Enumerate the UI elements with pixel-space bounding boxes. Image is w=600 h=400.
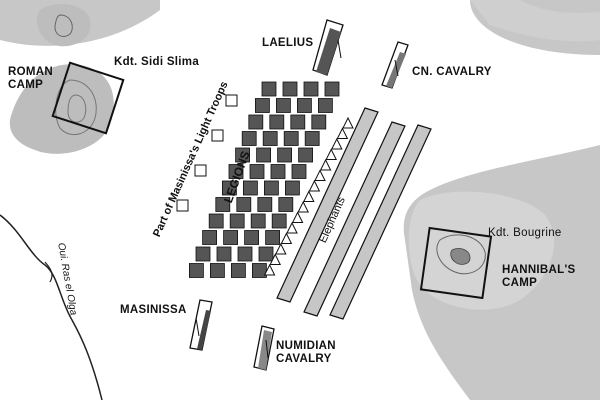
kdt-bougrine-label: Kdt. Bougrine (488, 227, 562, 239)
legion-square (311, 114, 327, 130)
elephant-line (263, 116, 354, 276)
masinissa-cavalry-unit (189, 299, 213, 351)
legion-square (242, 180, 258, 196)
hill-northeast (470, 0, 600, 42)
hill-northwest (36, 4, 91, 47)
elephant-triangle (325, 148, 338, 160)
legion-square (244, 230, 260, 245)
legion-square (223, 230, 239, 245)
laelius-label: LAELIUS (262, 37, 314, 49)
legion-square (317, 98, 333, 113)
legion-square (263, 180, 279, 196)
legion-square (208, 213, 224, 229)
legion-square (304, 131, 320, 146)
elephant-triangle (302, 190, 315, 202)
legion-square (248, 114, 264, 130)
legion-square (262, 131, 278, 146)
legion-square (256, 147, 272, 163)
cn-cavalry-label: CN. CAVALRY (412, 66, 492, 78)
legion-square (271, 213, 287, 229)
masinissa-label: MASINISSA (120, 304, 187, 316)
legion-square (269, 114, 285, 130)
legion-square (296, 98, 312, 113)
legion-square (277, 147, 293, 163)
hannibal-camp-square (419, 226, 493, 300)
legion-square (235, 147, 251, 163)
legion-square (258, 246, 274, 262)
light-troop-square (225, 94, 238, 107)
legion-square (261, 81, 277, 97)
elephant-triangle (336, 127, 349, 139)
hill-hannibal (408, 191, 555, 310)
elephant-triangle (319, 158, 332, 171)
legion-square (230, 263, 246, 278)
legion-square (209, 263, 225, 278)
legion-square (283, 131, 299, 146)
elephant-triangle (297, 200, 310, 213)
elephant-triangle (330, 137, 343, 150)
legion-square (257, 197, 273, 212)
river (0, 214, 103, 400)
elephant-triangle (263, 263, 276, 276)
laelius-cavalry-unit (312, 19, 344, 76)
light-troop-square (194, 164, 207, 177)
carthaginian-line-3 (329, 124, 432, 320)
legion-square (275, 98, 291, 113)
legion-square (221, 180, 237, 196)
roman-camp-label: ROMAN CAMP (8, 66, 53, 92)
legion-square (291, 164, 307, 179)
light-troop-square (176, 199, 189, 212)
legion-square (228, 164, 244, 179)
legion-square (303, 81, 319, 97)
legion-square (195, 246, 211, 262)
legion-square (188, 263, 204, 278)
elephant-triangle (286, 221, 298, 234)
numidian-cavalry-label: NUMIDIAN CAVALRY (276, 340, 336, 366)
light-troop-square (211, 129, 224, 142)
legion-square (284, 180, 300, 196)
legion-square (216, 246, 232, 262)
legion-square (290, 114, 306, 130)
elephant-triangle (342, 116, 354, 129)
legions-formation (188, 81, 340, 278)
light-troops (176, 94, 238, 212)
kdt-sidi-slima-label: Kdt. Sidi Slima (114, 56, 200, 68)
legion-square (229, 213, 245, 229)
legion-square (241, 131, 257, 146)
legion-square (249, 164, 265, 179)
elephant-triangle (291, 211, 304, 223)
legion-square (278, 197, 294, 212)
legion-square (202, 230, 218, 245)
elephant-triangle (274, 242, 287, 255)
numidian-cavalry-unit (253, 325, 275, 371)
elephant-triangle (314, 169, 326, 181)
carthaginian-lines (276, 107, 432, 320)
legion-square (324, 81, 340, 97)
elephant-triangle (308, 179, 321, 192)
legion-square (250, 213, 266, 229)
legion-square (282, 81, 298, 97)
legion-square (237, 246, 253, 262)
carthaginian-line-2 (303, 121, 406, 317)
roman-camp-square (51, 61, 125, 135)
elephant-triangle (280, 232, 293, 244)
legion-square (236, 197, 252, 212)
legion-square (254, 98, 270, 113)
legion-square (298, 147, 314, 163)
carthaginian-line-1 (276, 107, 379, 303)
cn-cavalry-unit (381, 41, 409, 89)
legion-square (265, 230, 281, 245)
legion-square (270, 164, 286, 179)
elephant-triangle (269, 253, 282, 265)
hannibals-camp-label: HANNIBAL'S CAMP (502, 264, 576, 290)
legion-square (215, 197, 231, 212)
